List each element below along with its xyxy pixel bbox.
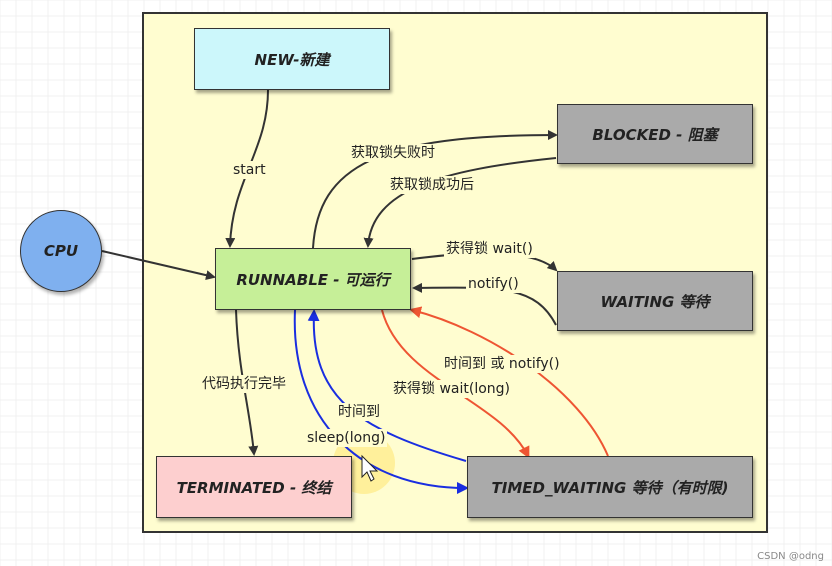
- state-runnable: RUNNABLE - 可运行: [215, 248, 411, 310]
- label-start: start: [231, 161, 268, 179]
- state-terminated: TERMINATED - 终结: [156, 456, 352, 518]
- label-lock-fail: 获取锁失败时: [349, 144, 437, 162]
- state-waiting: WAITING 等待: [557, 271, 753, 331]
- label-lock-success: 获取锁成功后: [388, 176, 476, 194]
- label-sleep-timeout: 时间到: [336, 403, 382, 421]
- cpu-node: CPU: [20, 210, 102, 292]
- label-sleep-long: sleep(long): [305, 429, 388, 447]
- label-timeout-or-notify: 时间到 或 notify(): [442, 355, 562, 373]
- label-wait: 获得锁 wait(): [444, 240, 535, 258]
- watermark: CSDN @odng: [757, 551, 824, 562]
- state-blocked: BLOCKED - 阻塞: [557, 104, 753, 164]
- state-new: NEW-新建: [194, 28, 390, 90]
- state-timed-waiting: TIMED_WAITING 等待（有时限): [467, 456, 753, 518]
- label-done: 代码执行完毕: [200, 375, 288, 393]
- label-notify: notify(): [466, 275, 521, 293]
- label-wait-long: 获得锁 wait(long): [391, 380, 512, 398]
